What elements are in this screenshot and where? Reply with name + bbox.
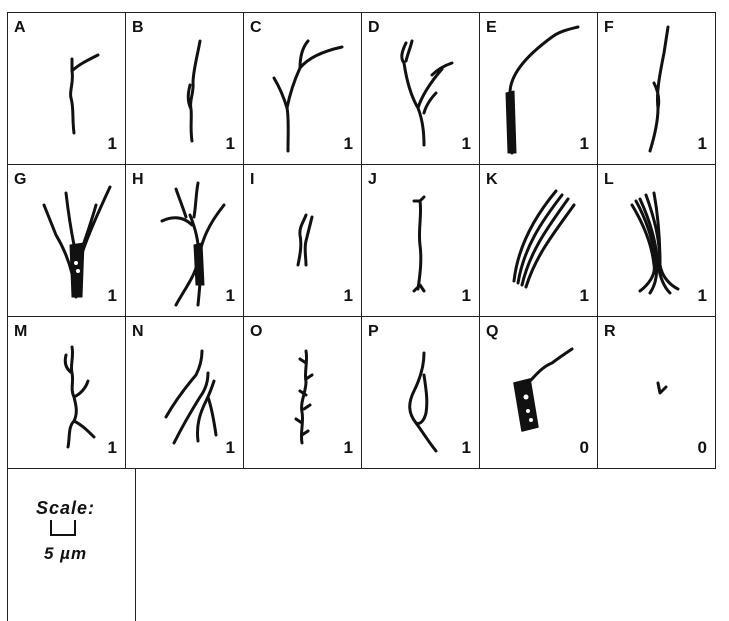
- panel-letter: L: [604, 171, 614, 189]
- panel-b: B 1: [126, 13, 244, 165]
- panel-k: K 1: [480, 165, 598, 317]
- panel-f: F 1: [598, 13, 716, 165]
- panel-letter: N: [132, 323, 144, 341]
- panel-score: 0: [580, 438, 589, 458]
- panel-score: 1: [226, 134, 235, 154]
- panel-score: 1: [698, 286, 707, 306]
- panel-letter: I: [250, 171, 254, 189]
- scale-title: Scale:: [36, 498, 95, 519]
- panel-letter: G: [14, 171, 26, 189]
- panel-score: 1: [108, 286, 117, 306]
- panel-score: 1: [226, 438, 235, 458]
- scale-bar: [50, 520, 76, 536]
- scale-unit: 5 µm: [44, 544, 87, 564]
- panel-h: H 1: [126, 165, 244, 317]
- panel-letter: K: [486, 171, 498, 189]
- panel-r: R 0: [598, 317, 716, 469]
- panel-letter: E: [486, 19, 497, 37]
- panel-score: 1: [108, 134, 117, 154]
- scale-legend: Scale: 5 µm: [7, 468, 136, 621]
- panel-score: 1: [462, 286, 471, 306]
- panel-letter: C: [250, 19, 262, 37]
- panel-score: 1: [580, 286, 589, 306]
- panel-letter: Q: [486, 323, 498, 341]
- panel-score: 1: [108, 438, 117, 458]
- panel-a: A 1: [8, 13, 126, 165]
- panel-letter: A: [14, 19, 26, 37]
- panel-j: J 1: [362, 165, 480, 317]
- panel-i: I 1: [244, 165, 362, 317]
- panel-score: 1: [462, 438, 471, 458]
- panel-score: 0: [698, 438, 707, 458]
- panel-letter: B: [132, 19, 144, 37]
- panel-letter: D: [368, 19, 380, 37]
- panel-score: 1: [580, 134, 589, 154]
- panel-letter: H: [132, 171, 144, 189]
- panel-grid: A 1 B 1 C 1 D 1: [7, 12, 716, 469]
- panel-score: 1: [344, 438, 353, 458]
- panel-letter: R: [604, 323, 616, 341]
- panel-letter: O: [250, 323, 262, 341]
- panel-score: 1: [462, 134, 471, 154]
- panel-n: N 1: [126, 317, 244, 469]
- panel-letter: J: [368, 171, 377, 189]
- panel-m: M 1: [8, 317, 126, 469]
- panel-o: O 1: [244, 317, 362, 469]
- panel-d: D 1: [362, 13, 480, 165]
- panel-q: Q 0: [480, 317, 598, 469]
- panel-letter: F: [604, 19, 614, 37]
- panel-score: 1: [698, 134, 707, 154]
- panel-c: C 1: [244, 13, 362, 165]
- panel-g: G 1: [8, 165, 126, 317]
- panel-score: 1: [344, 134, 353, 154]
- panel-e: E 1: [480, 13, 598, 165]
- panel-l: L 1: [598, 165, 716, 317]
- panel-score: 1: [344, 286, 353, 306]
- panel-p: P 1: [362, 317, 480, 469]
- panel-score: 1: [226, 286, 235, 306]
- panel-letter: P: [368, 323, 379, 341]
- panel-letter: M: [14, 323, 27, 341]
